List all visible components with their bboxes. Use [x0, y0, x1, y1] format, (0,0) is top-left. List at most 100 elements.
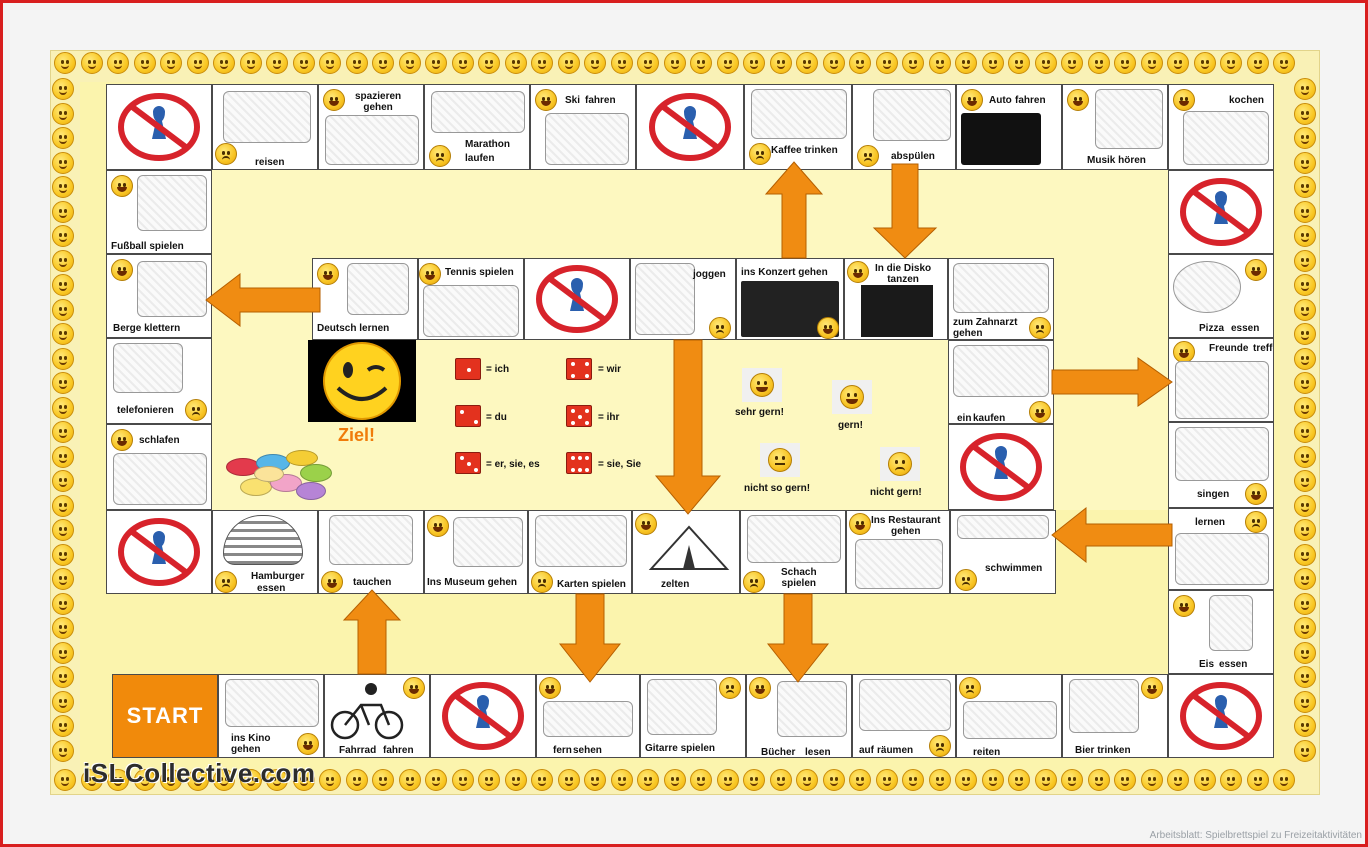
field-museum: Ins Museum gehen: [424, 510, 528, 594]
field-label-verb: fahren: [585, 95, 616, 106]
field-label: Marathon: [465, 139, 510, 150]
field-label: ins Konzert gehen: [741, 267, 828, 278]
field-label: Deutsch lernen: [317, 323, 390, 334]
start-field: START: [112, 674, 218, 758]
field-fernsehen: fern sehen: [536, 674, 640, 758]
start-label: START: [126, 703, 204, 728]
field-label: Gitarre spielen: [645, 743, 716, 754]
arrow-down-icon: [654, 339, 722, 515]
field-aufraeumen: auf räumen: [852, 674, 956, 758]
field-label: Kaffee trinken: [771, 145, 838, 156]
field-zahnarzt: zum Zahnarzt gehen: [948, 258, 1054, 340]
field-label: Berge klettern: [113, 323, 181, 334]
field-label: Pizza: [1199, 323, 1225, 334]
field-label: Ins Restaurant gehen: [871, 515, 941, 537]
buttons-pile: [226, 450, 338, 505]
field-label: singen: [1197, 489, 1230, 500]
field-marathon: Marathon laufen: [424, 84, 530, 170]
field-label: Karten spielen: [557, 579, 626, 590]
legend-d3: = er, sie, es: [486, 459, 540, 470]
legend-sehr-gern: sehr gern!: [735, 407, 784, 418]
die-six-icon: [566, 452, 592, 474]
field-berge: Berge klettern: [106, 254, 212, 338]
field-buecher: Bücher lesen: [746, 674, 852, 758]
field-blocked: [106, 84, 212, 170]
die-four-icon: [566, 358, 592, 380]
field-tennis: Tennis spielen: [418, 258, 524, 340]
field-label: Freunde: [1209, 343, 1249, 354]
arrow-up-icon: [764, 161, 824, 259]
no-entry-icon: [1180, 178, 1262, 246]
no-entry-icon: [960, 433, 1042, 501]
arrow-right-icon: [1051, 357, 1173, 407]
angry-face-icon: [880, 447, 920, 481]
field-label: tauchen: [353, 577, 392, 588]
unhappy-face-icon: [760, 443, 800, 477]
field-pizza: Pizza essen: [1168, 254, 1274, 338]
field-label-verb: essen: [257, 583, 286, 594]
field-joggen: joggen: [630, 258, 736, 340]
field-blocked: [524, 258, 630, 340]
field-label: reiten: [973, 747, 1001, 758]
field-label-verb: schlafen: [139, 435, 180, 446]
field-blocked: [948, 424, 1054, 510]
field-label: sehen: [573, 745, 602, 756]
field-freunde: Freunde treffen: [1168, 338, 1274, 422]
goal-label: Ziel!: [338, 425, 376, 445]
field-blocked: [106, 510, 212, 594]
die-two-icon: [455, 405, 481, 427]
field-label: kaufen: [973, 413, 1006, 424]
field-ski: Ski fahren: [530, 84, 636, 170]
field-label: Musik hören: [1087, 155, 1146, 166]
goal-smiley: [308, 340, 416, 422]
field-blocked: [636, 84, 744, 170]
field-auto: Auto fahren: [956, 84, 1062, 170]
field-label: In die Disko tanzen: [875, 263, 932, 285]
die-one-icon: [455, 358, 481, 380]
field-deutsch: Deutsch lernen: [312, 258, 418, 340]
arrow-down-icon: [872, 163, 938, 259]
no-entry-icon: [649, 93, 731, 161]
legend-gern: gern!: [838, 420, 863, 431]
no-entry-icon: [1180, 682, 1262, 750]
legend-nicht-gern: nicht gern!: [870, 487, 922, 498]
field-reiten: reiten: [956, 674, 1062, 758]
arrow-down-icon: [558, 593, 622, 683]
no-entry-icon: [536, 265, 618, 333]
field-label: räumen: [877, 745, 914, 756]
no-entry-icon: [442, 682, 524, 750]
field-fussball: Fußball spielen: [106, 170, 212, 254]
field-label: Ins Museum gehen: [427, 577, 518, 588]
field-label: Schach spielen: [781, 567, 817, 589]
field-label-prefix: auf: [859, 745, 874, 756]
site-watermark: iSLCollective.com: [83, 758, 316, 788]
field-label: lernen: [1195, 517, 1226, 528]
no-entry-icon: [118, 518, 200, 586]
field-label: reisen: [255, 157, 285, 168]
field-schwimmen: schwimmen: [950, 510, 1056, 594]
field-blocked: [430, 674, 536, 758]
legend-nicht-so-gern: nicht so gern!: [744, 483, 811, 494]
die-five-icon: [566, 405, 592, 427]
field-label: ins Kino gehen: [231, 733, 271, 755]
field-kaffee: Kaffee trinken: [744, 84, 852, 170]
field-telefonieren: telefonieren: [106, 338, 212, 424]
die-three-icon: [455, 452, 481, 474]
field-label-verb: essen: [1231, 323, 1260, 334]
field-label-verb: treffen: [1253, 343, 1273, 354]
arrow-left-icon: [1051, 506, 1173, 564]
field-label: Ski: [565, 95, 581, 106]
field-label: kochen: [1229, 95, 1265, 106]
field-einkaufen: ein kaufen: [948, 340, 1054, 424]
field-blocked: [1168, 674, 1274, 758]
field-label: joggen: [693, 269, 726, 280]
field-label: Fahrrad: [339, 745, 377, 756]
field-label-prefix: ein: [957, 413, 972, 424]
field-label: Fußball spielen: [111, 241, 184, 252]
field-label: telefonieren: [117, 405, 174, 416]
legend-d1: = ich: [486, 364, 510, 375]
field-musik: Musik hören: [1062, 84, 1168, 170]
legend-d4: = wir: [598, 364, 622, 375]
arrow-left-icon: [205, 272, 321, 328]
field-lernen: lernen: [1168, 508, 1274, 590]
